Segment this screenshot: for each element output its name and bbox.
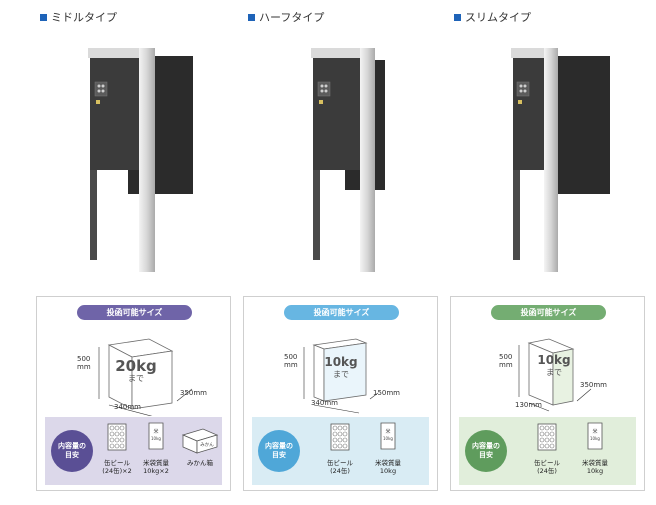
max-weight-suffix: まで (333, 370, 349, 379)
beer-case-icon (330, 423, 350, 451)
size-card-half: 投函可能サイズ 500 mm 150mm 340mm 10kg まで 内容量の … (243, 296, 438, 491)
max-weight: 10kg (537, 353, 571, 367)
content-guide-panel: 内容量の 目安 米 10kg 缶ビール (24缶) 米袋質量 10kg (459, 417, 636, 485)
size-card-slim: 投函可能サイズ 500 mm 350mm 130mm 10kg まで 内容量の … (450, 296, 645, 491)
rice-bag-weight: 10kg (151, 436, 161, 441)
type-label-text: ハーフタイプ (259, 11, 325, 24)
dim-depth: 350mm (580, 381, 607, 389)
max-weight: 20kg (115, 357, 157, 375)
rice-bag-weight: 10kg (383, 436, 393, 441)
type-label-slim: スリムタイプ (454, 9, 531, 25)
item-label: 米袋質量 10kg (582, 459, 608, 475)
content-guide-badge: 内容量の 目安 (51, 430, 93, 472)
item-label: 缶ビール (24缶) (327, 459, 353, 475)
badge-insert-size: 投函可能サイズ (77, 305, 192, 320)
type-label-text: スリムタイプ (465, 11, 531, 24)
rice-bag-icon: 米 10kg (587, 422, 603, 450)
content-guide-badge: 内容量の 目安 (258, 430, 300, 472)
orange-box-text: みかん (200, 441, 214, 448)
dim-height: 500 (284, 353, 298, 361)
middle-type-mailbox-image (88, 48, 193, 272)
max-weight: 10kg (324, 355, 358, 369)
rice-bag-icon: 米 10kg (148, 422, 164, 450)
beer-case-icon (107, 423, 127, 451)
dim-height: 500 (499, 353, 513, 361)
dim-height-unit: mm (284, 361, 298, 369)
dim-width: 130mm (515, 401, 542, 409)
dim-height-unit: mm (499, 361, 513, 369)
rice-bag-text: 米 (592, 428, 597, 435)
content-guide-panel: 内容量の 目安 米 10kg 缶ビール (24缶) 米袋質量 10kg (252, 417, 429, 485)
square-bullet-icon (40, 13, 47, 21)
box-front-face (323, 342, 367, 402)
box-dimension-diagram (518, 338, 592, 412)
box-dimension-diagram (98, 338, 193, 416)
content-guide-badge: 内容量の 目安 (465, 430, 507, 472)
max-weight-suffix: まで (128, 374, 144, 383)
max-weight-suffix: まで (546, 368, 562, 377)
orange-box-icon: みかん (181, 428, 219, 454)
item-label: みかん箱 (187, 459, 213, 467)
rice-bag-icon: 米 10kg (380, 422, 396, 450)
item-label: 米袋質量 10kg (375, 459, 401, 475)
box-front-face (552, 348, 574, 406)
dim-height: 500 (77, 355, 91, 363)
size-card-middle: 投函可能サイズ 500 mm 350mm 340mm 20kg まで 内容量の … (36, 296, 231, 491)
content-guide-panel: 内容量の 目安 米 10kg みかん 缶ビール (24缶)× (45, 417, 222, 485)
half-type-mailbox-image (311, 48, 385, 272)
item-label: 缶ビール (24缶)×2 (102, 459, 132, 475)
badge-insert-size: 投函可能サイズ (284, 305, 399, 320)
rice-bag-weight: 10kg (590, 436, 600, 441)
beer-case-icon (537, 423, 557, 451)
type-label-text: ミドルタイプ (51, 11, 117, 24)
dim-depth: 350mm (180, 389, 207, 397)
dim-width: 340mm (114, 403, 141, 411)
dim-width: 340mm (311, 399, 338, 407)
square-bullet-icon (454, 13, 461, 21)
badge-insert-size: 投函可能サイズ (491, 305, 606, 320)
dim-height-unit: mm (77, 363, 91, 371)
rice-bag-text: 米 (385, 428, 390, 435)
rice-bag-text: 米 (153, 428, 158, 435)
box-dimension-diagram (303, 338, 379, 414)
type-label-half: ハーフタイプ (248, 9, 324, 25)
type-label-middle: ミドルタイプ (40, 9, 117, 25)
item-label: 米袋質量 10kg×2 (143, 459, 169, 475)
square-bullet-icon (248, 13, 255, 21)
slim-type-mailbox-image (511, 48, 610, 272)
item-label: 缶ビール (24缶) (534, 459, 560, 475)
dim-depth: 150mm (373, 389, 400, 397)
